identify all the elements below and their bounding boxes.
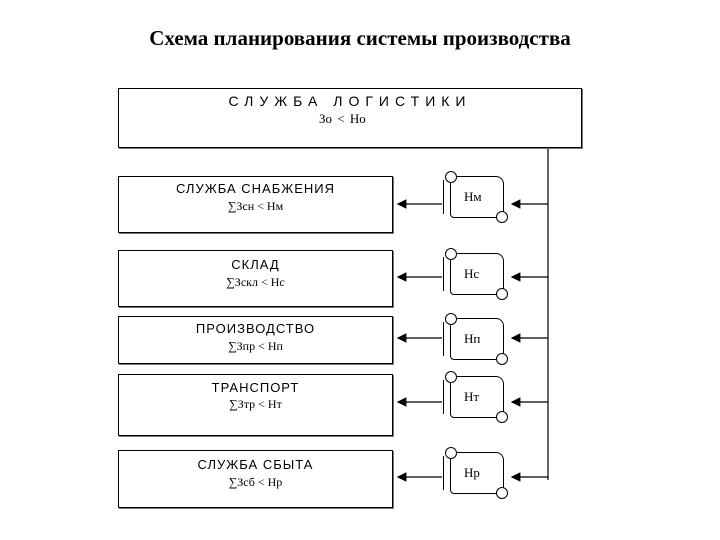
production-box: ПРОИЗВОДСТВО ∑Зпр < Нп [118,316,393,364]
production-name: ПРОИЗВОДСТВО [195,321,316,336]
supply-name: СЛУЖБА СНАБЖЕНИЯ [175,181,336,196]
norm-scroll-np: Нп [443,313,508,365]
production-formula: ∑Зпр < Нп [228,339,283,353]
warehouse-formula: ∑Зскл < Нс [226,275,285,289]
norm-nr-label: Нр [464,465,480,480]
norm-nt-label: Нт [464,389,480,404]
norm-nm-label: Нм [464,189,482,204]
norm-scroll-nm: Нм [443,171,508,223]
diagram-title: Схема планирования системы производства [149,26,571,50]
norm-np-label: Нп [464,331,481,346]
logistics-right: Но [349,111,366,126]
norm-scroll-nt: Нт [443,371,508,423]
logistics-formula: Зо < Но [319,111,366,127]
logistics-name: СЛУЖБА ЛОГИСТИКИ [228,93,472,109]
logistics-box: СЛУЖБА ЛОГИСТИКИ Зо < Но [118,88,582,148]
transport-formula: ∑Зтр < Нт [229,397,282,411]
transport-name: ТРАНСПОРТ [211,380,300,395]
warehouse-box: СКЛАД ∑Зскл < Нс [118,250,393,307]
sales-name: СЛУЖБА СБЫТА [197,457,314,472]
norm-scroll-nr: Нр [443,447,508,499]
logistics-symbol: < [337,111,345,126]
supply-formula: ∑Зсн < Нм [227,199,284,213]
sales-formula: ∑Зсб < Нр [228,475,283,489]
transport-box: ТРАНСПОРТ ∑Зтр < Нт [118,374,393,436]
logistics-left: Зо [319,111,333,126]
sales-box: СЛУЖБА СБЫТА ∑Зсб < Нр [118,450,393,508]
norm-scroll-ns: Нс [443,248,508,300]
supply-box: СЛУЖБА СНАБЖЕНИЯ ∑Зсн < Нм [118,176,393,233]
warehouse-name: СКЛАД [231,257,280,272]
norm-ns-label: Нс [464,266,480,281]
